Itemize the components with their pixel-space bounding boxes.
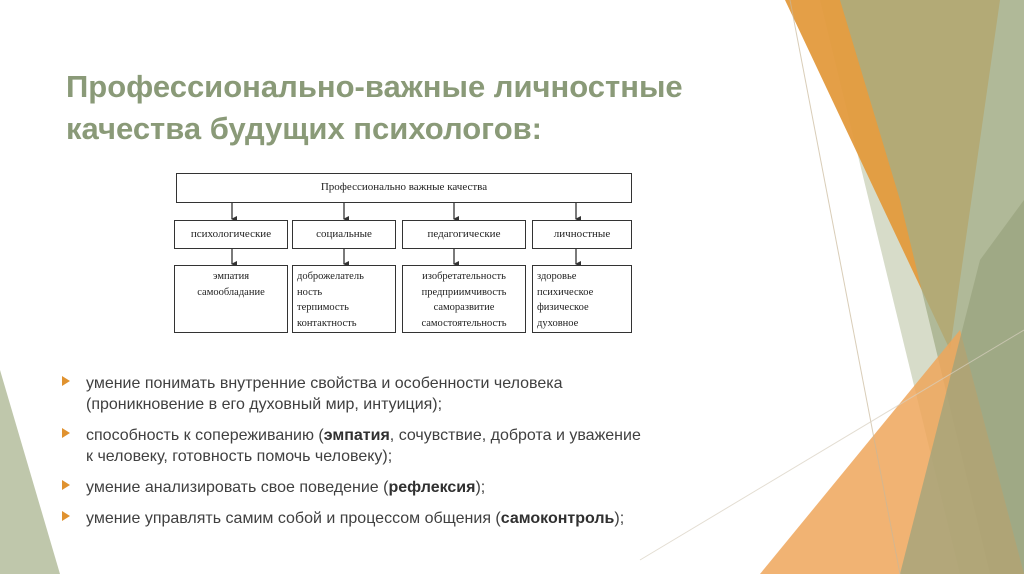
items-box-personal: здоровье психическое физическое духовное [532,265,632,333]
category-box-psychological: психологические [174,220,288,249]
bullet-item: способность к сопереживанию (эмпатия, со… [62,425,822,467]
item-text: физическое [537,302,589,313]
bullet-item: умение понимать внутренние свойства и ос… [62,373,822,415]
item-text: ность [297,286,323,298]
items-box-social: доброжелатель ность терпимость контактно… [292,265,396,333]
left-green-shape [0,370,60,574]
category-box-pedagogical: педагогические [402,220,526,249]
bullet-text: способность к сопереживанию ( [86,427,324,444]
item-text: психическое [537,286,594,298]
slide-title-line-2: качества будущих психологов: [66,111,543,146]
bullet-text: , сочувствие, доброта и уважение [389,427,641,444]
thin-line-1 [789,0,901,574]
category-box-personal: личностные [532,220,632,249]
items-box-pedagogical: изобретательность предприимчивость самор… [402,265,526,333]
item-text: самостоятельность [421,317,507,329]
slide-title: Профессионально-важные личностные качест… [66,66,766,150]
item-text: эмпатия [212,271,250,282]
bullet-list: умение понимать внутренние свойства и ос… [62,373,822,539]
item-text: духовное [537,317,579,329]
bullet-text: ); [475,479,486,496]
bullet-item: умение анализировать свое поведение (реф… [62,477,822,498]
bullet-arrow-icon [62,428,70,438]
right-green-lower [900,200,1024,574]
bullet-item: умение управлять самим собой и процессом… [62,508,822,529]
bullet-bold-term: самоконтроль [500,510,615,527]
item-text: доброжелатель [297,271,364,282]
item-text: саморазвитие [433,302,495,313]
bullet-arrow-icon [62,480,70,490]
item-text: предприимчивость [421,286,507,298]
bullet-text: (проникновение в его духовный мир, интуи… [86,396,443,413]
root-box: Профессионально важные качества [176,173,632,203]
bullet-text: ); [614,510,625,527]
bullet-bold-term: рефлексия [388,479,476,496]
item-text: изобретательность [422,271,506,282]
bullet-text: к человеку, готовность помочь человеку); [86,448,393,465]
item-text: здоровье [537,271,577,282]
bullet-text: умение понимать внутренние свойства и ос… [86,375,563,392]
bullet-text: умение анализировать свое поведение ( [86,479,389,496]
category-box-social: социальные [292,220,396,249]
slide-title-line-1: Профессионально-важные личностные [66,69,683,104]
qualities-diagram: Профессионально важные качества психолог… [172,170,634,336]
thin-line-2 [639,329,1024,561]
bullet-arrow-icon [62,376,70,386]
item-text: контактность [297,317,357,329]
item-text: самообладание [197,286,265,298]
diagram-connectors [231,203,581,267]
item-text: терпимость [297,302,349,313]
bullet-bold-term: эмпатия [323,427,390,444]
bullet-arrow-icon [62,511,70,521]
bullet-text: умение управлять самим собой и процессом… [86,510,501,527]
items-box-psychological: эмпатия самообладание [174,265,288,333]
